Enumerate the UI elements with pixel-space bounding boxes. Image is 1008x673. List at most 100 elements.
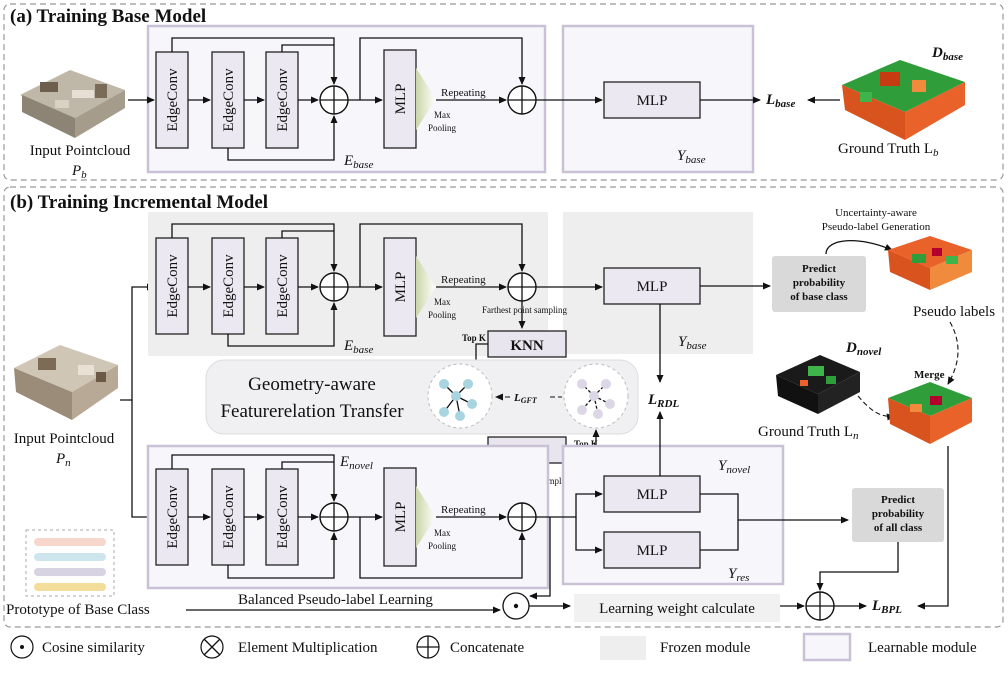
ground-truth-a-image	[842, 60, 965, 140]
knn-top-label: KNN	[510, 338, 544, 354]
predict-all-3: of all class	[874, 522, 923, 534]
bpl-label: Balanced Pseudo-label Learning	[238, 592, 433, 608]
gft-title-2: Featurerelation Transfer	[220, 401, 404, 422]
edgeconv-a-2-label: EdgeConv	[221, 68, 237, 132]
d-base: Dbase	[931, 45, 963, 63]
mlp-bb-res-label: MLP	[637, 543, 668, 559]
y-base-b: Ybase	[678, 334, 707, 352]
pseudo-labels-image	[888, 236, 972, 290]
predict-base-box	[772, 256, 866, 312]
prototype-label: Prototype of Base Class	[6, 602, 150, 618]
max-pooling-a-2: Pooling	[428, 123, 457, 133]
input-pointcloud-b-symbol: Pn	[55, 451, 71, 469]
legend-cosine-label: Cosine similarity	[42, 640, 145, 656]
predict-base-2: probability	[793, 277, 846, 289]
edgeconv-a-1-label: EdgeConv	[165, 68, 181, 132]
ground-truth-b-label: Ground Truth Ln	[758, 424, 859, 442]
legend-mult	[200, 635, 224, 659]
predict-all-1: Predict	[881, 494, 915, 506]
repeating-bb: Repeating	[441, 504, 486, 516]
edgeconv-bb-3-label: EdgeConv	[275, 485, 291, 549]
d-novel-label: Dnovel	[845, 340, 882, 358]
max-pooling-a-1: Max	[434, 110, 451, 120]
repeating-bt: Repeating	[441, 274, 486, 286]
mlp-a-encoder[interactable]	[383, 49, 417, 149]
concat-bt-1	[319, 272, 349, 302]
input-pointcloud-a-image	[20, 70, 125, 138]
ground-truth-a-label: Ground Truth Lb	[838, 141, 939, 159]
concat-a-1	[319, 85, 349, 115]
concat-bpl	[805, 591, 835, 621]
max-pooling-bt-1: Max	[434, 297, 451, 307]
max-pooling-bt-shape	[416, 256, 436, 318]
gft-graph-left	[427, 363, 493, 429]
max-pooling-bt-2: Pooling	[428, 310, 457, 320]
mlp-a-classifier[interactable]	[603, 81, 701, 119]
cosine-node	[502, 592, 530, 620]
gft-title-1: Geometry-aware	[248, 374, 376, 395]
fps-top: Farthest point sampling	[482, 305, 567, 315]
mlp-bt-encoder[interactable]	[383, 237, 417, 337]
merge-label: Merge	[914, 369, 945, 381]
max-pooling-a-shape	[416, 68, 436, 130]
legend-learnable-label: Learnable module	[868, 640, 977, 656]
y-novel: Ynovel	[718, 458, 750, 476]
prototype-bar-3	[34, 568, 106, 576]
section-a-title: (a) Training Base Model	[10, 6, 206, 27]
uncertainty-2: Pseudo-label Generation	[822, 221, 931, 233]
y-res: Yres	[728, 566, 749, 584]
predict-base-3: of base class	[790, 291, 848, 303]
mlp-bt-classifier[interactable]	[603, 267, 701, 305]
e-novel: Enovel	[339, 454, 373, 472]
legend-concat	[416, 635, 440, 659]
mlp-a-encoder-label: MLP	[393, 84, 409, 115]
e-base-b: Ebase	[343, 338, 373, 356]
l-bpl: LBPL	[871, 598, 902, 616]
l-rdl: LRDL	[647, 392, 679, 410]
weight-calc-label: Learning weight calculate	[599, 601, 755, 617]
edgeconv-a-3-label: EdgeConv	[275, 68, 291, 132]
predict-base-1: Predict	[802, 263, 836, 275]
concat-bb-1	[319, 502, 349, 532]
legend-frozen-label: Frozen module	[660, 640, 751, 656]
concat-bb-2	[507, 502, 537, 532]
edgeconv-bb-2[interactable]	[211, 468, 245, 566]
edgeconv-bt-3[interactable]	[265, 237, 299, 335]
legend-frozen-swatch	[600, 636, 646, 660]
prototype-bar-1	[34, 538, 106, 546]
topk-bottom: Top K	[574, 439, 598, 449]
max-pooling-bb-shape	[416, 486, 436, 548]
max-pooling-bb-2: Pooling	[428, 541, 457, 551]
legend-mult-label: Element Multiplication	[238, 640, 378, 656]
edgeconv-bt-2[interactable]	[211, 237, 245, 335]
input-pointcloud-b-label: Input Pointcloud	[14, 431, 115, 447]
legend-cosine	[10, 635, 34, 659]
uncertainty-1: Uncertainty-aware	[835, 207, 917, 219]
predict-all-box	[852, 488, 944, 542]
mlp-bb-encoder[interactable]	[383, 467, 417, 567]
legend-learnable-swatch	[802, 632, 852, 662]
topk-top: Top K	[462, 333, 486, 343]
merged-labels-image	[888, 382, 972, 444]
l-base: Lbase	[765, 92, 795, 110]
prototype-bar-4	[34, 583, 106, 591]
mlp-bb-novel[interactable]	[603, 475, 701, 513]
edgeconv-bb-2-label: EdgeConv	[221, 485, 237, 549]
edgeconv-bb-1-label: EdgeConv	[165, 485, 181, 549]
input-pointcloud-a-symbol: Pb	[71, 163, 87, 181]
section-b-frame	[3, 186, 1004, 628]
edgeconv-bt-1-label: EdgeConv	[165, 254, 181, 318]
edgeconv-bt-3-label: EdgeConv	[275, 254, 291, 318]
input-pointcloud-b-image	[14, 345, 118, 420]
gft-graph-right	[563, 363, 629, 429]
section-a-frame	[3, 3, 1004, 181]
edgeconv-bt-1[interactable]	[155, 237, 189, 335]
weight-calc-box	[574, 594, 780, 622]
knn-top[interactable]	[487, 330, 567, 358]
legend-concat-label: Concatenate	[450, 640, 524, 656]
mlp-a-classifier-label: MLP	[637, 93, 668, 109]
concat-a-2	[507, 85, 537, 115]
edgeconv-a-1[interactable]	[155, 51, 189, 149]
predict-all-2: probability	[872, 508, 925, 520]
